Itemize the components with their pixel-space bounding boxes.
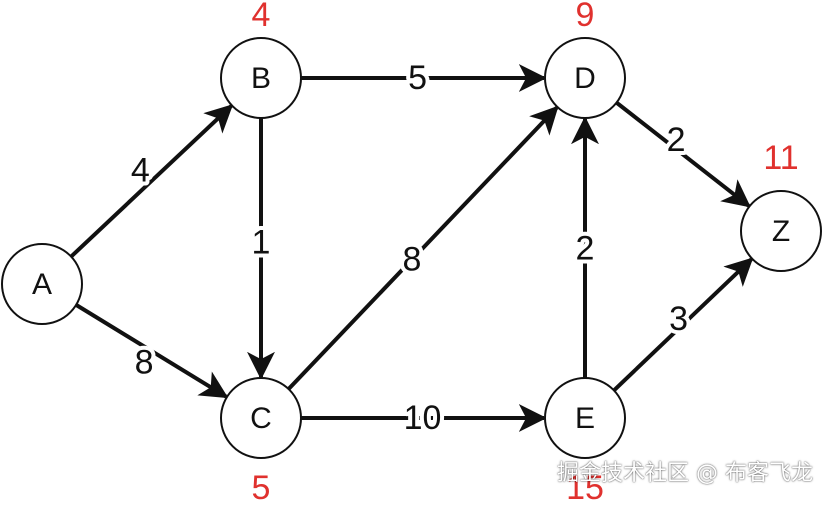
edge-weight-label: 8	[135, 344, 154, 382]
edge-weight-label: 5	[408, 59, 427, 97]
node-label: A	[32, 268, 52, 301]
distance-label-z: 11	[763, 139, 798, 177]
edge-e-z: 3	[612, 257, 754, 392]
edge-weight-label: 2	[667, 121, 686, 159]
edge-weight-label: 8	[402, 241, 421, 279]
node-circle	[544, 377, 626, 459]
edge-weight-label: 4	[131, 151, 150, 189]
node-e: E	[544, 377, 626, 459]
edge-arrow	[612, 257, 754, 392]
edge-arrow	[69, 104, 234, 259]
edge-arrow	[615, 101, 751, 208]
edge-weight-label: 2	[576, 229, 595, 267]
distance-label-e: 15	[566, 469, 604, 505]
node-a: A	[1, 243, 83, 325]
edge-c-e: 10	[301, 395, 547, 441]
edge-a-b: 4	[69, 104, 234, 259]
node-circle	[544, 37, 626, 119]
edge-d-z: 2	[615, 101, 751, 208]
nodes-layer: A B C D E Z	[1, 37, 822, 459]
edge-a-c: 8	[75, 303, 229, 399]
edge-b-c: 1	[247, 118, 275, 380]
node-z: Z	[740, 190, 822, 272]
distance-label-c: 5	[252, 469, 271, 505]
edge-arrow	[287, 105, 559, 391]
edge-e-d: 2	[571, 116, 599, 378]
edge-arrow	[75, 303, 229, 399]
node-circle	[1, 243, 83, 325]
node-d: D	[544, 37, 626, 119]
watermark-text: 掘金技术社区 @ 布客飞龙	[557, 461, 813, 486]
edge-weight-label: 10	[404, 399, 442, 437]
node-label: C	[250, 402, 272, 435]
edge-c-d: 8	[287, 105, 559, 391]
node-label: D	[574, 62, 596, 95]
edge-weight-label: 3	[669, 300, 688, 338]
edge-b-d: 5	[301, 55, 547, 101]
node-label: Z	[772, 215, 790, 248]
distance-label-d: 9	[576, 0, 595, 34]
node-label: E	[575, 402, 595, 435]
distance-label-b: 4	[252, 0, 271, 34]
node-circle	[220, 377, 302, 459]
edge-weight-label: 1	[252, 223, 271, 261]
node-c: C	[220, 377, 302, 459]
node-label: B	[251, 62, 271, 95]
node-circle	[740, 190, 822, 272]
node-circle	[220, 37, 302, 119]
node-b: B	[220, 37, 302, 119]
